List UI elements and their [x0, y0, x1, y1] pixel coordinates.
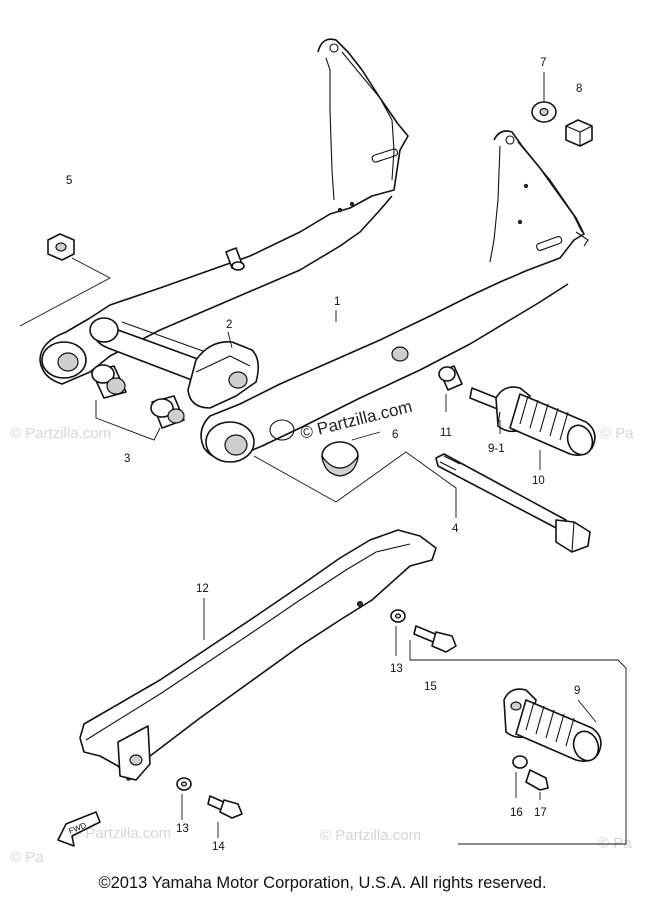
callouts: 1 2 3 4 5 6 7 8 9-1 10 11 12 13 13 14 15… [66, 57, 582, 853]
watermark-bottom-right: © Pa [598, 835, 632, 852]
leader-lines [19, 72, 597, 838]
callout-17: 17 [534, 807, 547, 819]
part-5-nut [47, 233, 75, 261]
detail-box-left-footrest [458, 659, 627, 845]
part-8-nut [565, 119, 593, 147]
callout-7: 7 [540, 57, 546, 69]
callout-4: 4 [452, 523, 459, 535]
copyright-footer: ©2013 Yamaha Motor Corporation, U.S.A. A… [98, 874, 547, 892]
watermark-bottom-left-2: © Pa [10, 849, 44, 866]
callout-1: 1 [334, 296, 340, 308]
callout-15: 15 [424, 681, 437, 693]
watermark-bottom-center: © Partzilla.com [320, 827, 421, 844]
callout-8: 8 [576, 83, 582, 95]
front-arrow-icon: FWD [57, 811, 101, 847]
part-14-bolt [207, 795, 243, 819]
callout-6: 6 [392, 429, 398, 441]
part-13-washer-upper [390, 609, 406, 623]
callout-13-lower: 13 [176, 823, 189, 835]
callout-5: 5 [66, 175, 72, 187]
part-2-bracket [187, 341, 260, 409]
callout-13-upper: 13 [390, 663, 403, 675]
watermark-bottom-left: © Partzilla.com [70, 825, 171, 842]
callout-9-1: 9-1 [488, 443, 505, 455]
part-3-bushings [91, 364, 185, 429]
swing-arm [39, 38, 589, 463]
part-6-cap [321, 441, 359, 477]
part-15-bolt [413, 625, 457, 653]
part-16-washer [512, 755, 528, 769]
watermark-right-edge: © Pa [600, 425, 634, 442]
callout-3: 3 [124, 453, 130, 465]
part-12-chain-case [79, 529, 437, 781]
callout-16: 16 [510, 807, 523, 819]
callout-14: 14 [212, 841, 225, 853]
faint-watermarks: © Partzilla.com © Partzilla.com © Partzi… [10, 425, 634, 866]
callout-11: 11 [440, 427, 452, 439]
part-17-bolt [525, 769, 549, 791]
part-10-footrest [469, 386, 596, 456]
part-4-bolt [435, 453, 591, 553]
callout-9: 9 [574, 685, 580, 697]
part-13-washer-lower [176, 777, 192, 791]
part-7-washer [531, 101, 557, 123]
callout-12: 12 [196, 583, 209, 595]
part-11-collar [438, 365, 463, 391]
watermark-left: © Partzilla.com [10, 425, 111, 442]
callout-2: 2 [226, 319, 232, 331]
callout-10: 10 [532, 475, 545, 487]
